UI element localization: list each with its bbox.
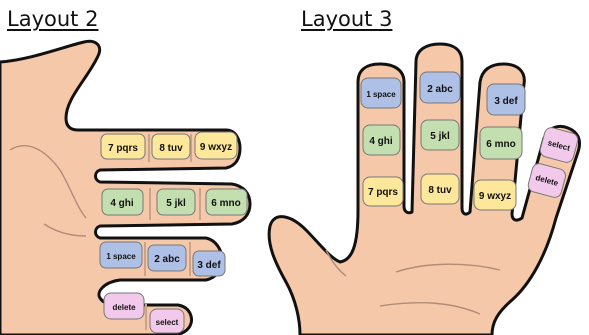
svg-text:9 wxyz: 9 wxyz: [479, 191, 511, 202]
svg-text:8 tuv: 8 tuv: [159, 143, 183, 154]
svg-text:7 pqrs: 7 pqrs: [108, 143, 138, 154]
layout-2-key-3-def[interactable]: 3 def: [192, 250, 226, 277]
svg-text:6 mno: 6 mno: [211, 198, 240, 209]
svg-text:delete: delete: [112, 303, 136, 312]
layout-3-key-8-tuv[interactable]: 8 tuv: [420, 173, 460, 205]
layout-2-key-9-wxyz[interactable]: 9 wxyz: [194, 131, 238, 160]
layout-3-key-delete[interactable]: delete: [527, 162, 567, 199]
layout-3-key-1-space[interactable]: 1 space: [360, 77, 402, 109]
layout-2-key-4-ghi[interactable]: 4 ghi: [101, 188, 144, 216]
layout-2-palm: [0, 39, 252, 335]
svg-text:4 ghi: 4 ghi: [110, 198, 134, 209]
layout-2-palm-crease-2: [43, 223, 87, 237]
svg-text:3 def: 3 def: [197, 260, 221, 271]
svg-text:5 jkl: 5 jkl: [430, 131, 450, 142]
svg-text:1 space: 1 space: [106, 252, 136, 261]
layout-2-key-select[interactable]: select: [149, 308, 185, 334]
layout-3-key-6-mno[interactable]: 6 mno: [479, 126, 523, 160]
layout-3-key-4-ghi[interactable]: 4 ghi: [362, 124, 401, 156]
layout-3-palm-crease: [395, 263, 501, 273]
layout-3-key-9-wxyz[interactable]: 9 wxyz: [473, 179, 517, 211]
layout-2-key-1-space[interactable]: 1 space: [99, 241, 143, 269]
layout-3-key-3-def[interactable]: 3 def: [486, 83, 526, 116]
layout-2-key-6-mno[interactable]: 6 mno: [205, 188, 248, 216]
layout-2-palm-crease: [9, 145, 87, 219]
layout-3-palm-crease-2: [379, 302, 481, 315]
layout-2-key-7-pqrs[interactable]: 7 pqrs: [100, 133, 146, 160]
svg-text:3 def: 3 def: [494, 96, 518, 107]
svg-text:7 pqrs: 7 pqrs: [368, 187, 398, 198]
layout-3-title: Layout 3: [301, 7, 393, 31]
svg-text:1 space: 1 space: [366, 90, 396, 99]
layout-2-key-delete[interactable]: delete: [103, 292, 145, 320]
svg-text:2 abc: 2 abc: [427, 84, 453, 95]
layout-3-key-2-abc[interactable]: 2 abc: [419, 71, 461, 104]
svg-text:6 mno: 6 mno: [486, 139, 515, 150]
layout-2-key-2-abc[interactable]: 2 abc: [147, 244, 187, 272]
layout-2-title: Layout 2: [7, 7, 99, 31]
layout-3-key-7-pqrs[interactable]: 7 pqrs: [362, 176, 404, 207]
svg-text:2 abc: 2 abc: [154, 254, 180, 265]
layout-2-hand: 7 pqrs 8 tuv 9 wxyz 4 ghi 5 jkl 6 mno 1 …: [0, 39, 252, 335]
svg-text:8 tuv: 8 tuv: [428, 185, 452, 196]
layout-3-key-5-jkl[interactable]: 5 jkl: [420, 119, 460, 151]
layout-3-key-select[interactable]: select: [539, 126, 580, 164]
svg-text:9 wxyz: 9 wxyz: [200, 142, 232, 153]
layout-3-thumb-crease: [325, 249, 347, 277]
layout-3-hand: 1 space 4 ghi 7 pqrs 2 abc 5 jkl 8 tuv 3…: [267, 42, 582, 335]
svg-text:5 jkl: 5 jkl: [166, 198, 186, 209]
layout-2-key-5-jkl[interactable]: 5 jkl: [156, 188, 196, 216]
svg-text:select: select: [156, 318, 179, 327]
layout-2-key-8-tuv[interactable]: 8 tuv: [151, 133, 191, 160]
svg-text:4 ghi: 4 ghi: [369, 136, 393, 147]
layout-2-joints: [144, 134, 201, 330]
